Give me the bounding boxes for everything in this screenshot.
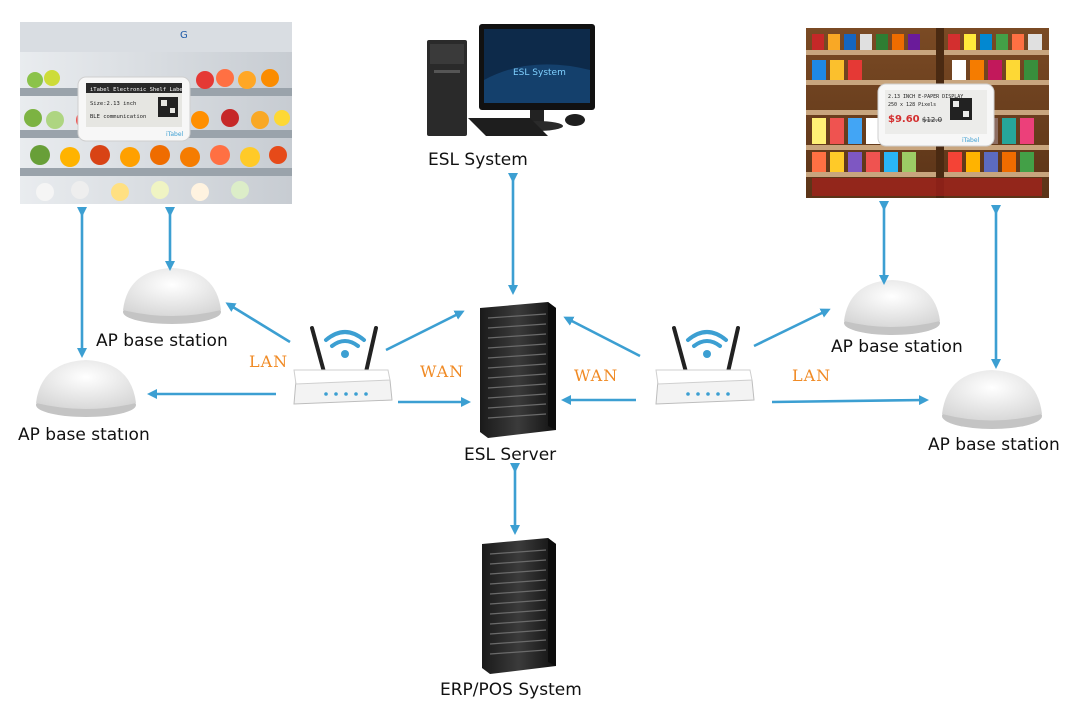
router-right-icon [655, 326, 755, 405]
arrow-router-right-ap-upper [753, 308, 831, 348]
computer-icon [427, 24, 595, 136]
wan-right-label: WAN [574, 366, 619, 385]
router-left-icon [293, 326, 393, 405]
monitor-screen-text: ESL System [513, 68, 566, 78]
left-tag-title: iTabel Electronic Shelf Labe [90, 87, 183, 93]
erp-pos-label: ERP/POS System [440, 680, 582, 700]
connector-arrows [77, 173, 1001, 535]
ap-left-upper-icon [123, 268, 221, 324]
arrow-router-left-ap-upper [225, 302, 291, 344]
left-tag-comm: BLE communication [90, 114, 146, 120]
grocery-shelf-image [806, 28, 1049, 198]
ap-right-upper-label: AP base station [831, 337, 963, 357]
left-tag-brand: iTabel [166, 131, 184, 138]
right-tag-brand: iTabel [962, 137, 980, 144]
esl-server-label: ESL Server [464, 445, 557, 465]
right-tag-old-price: $12.0 [922, 116, 942, 124]
esl-server-icon [480, 302, 556, 438]
svg-text:G: G [180, 30, 188, 41]
arrow-router-left-server-upper [385, 310, 465, 352]
arrow-router-right-server-upper [563, 316, 641, 358]
right-tag-pixels: 250 x 128 Pixels [888, 102, 936, 108]
ap-left-lower-icon [36, 360, 136, 417]
fresh-produce-shelf-image: G [20, 22, 292, 204]
lan-right-label: LAN [792, 366, 832, 385]
esl-system-label: ESL System [428, 150, 528, 170]
right-tag-title: 2.13 INCH E-PAPER DISPLAY [888, 94, 963, 100]
ap-left-upper-label: AP base station [96, 331, 228, 351]
left-tag-size: Size:2.13 inch [90, 101, 136, 107]
right-tag-price: $9.60 [888, 114, 920, 125]
wan-left-label: WAN [420, 362, 465, 381]
ap-left-lower-label: AP base statıon [18, 425, 150, 445]
lan-left-label: LAN [249, 352, 289, 371]
ap-right-lower-icon [942, 370, 1042, 429]
ap-right-upper-icon [844, 280, 940, 335]
arrow-router-right-ap-lower [771, 395, 929, 406]
erp-pos-server-icon [482, 538, 556, 674]
ap-right-lower-label: AP base station [928, 435, 1060, 455]
